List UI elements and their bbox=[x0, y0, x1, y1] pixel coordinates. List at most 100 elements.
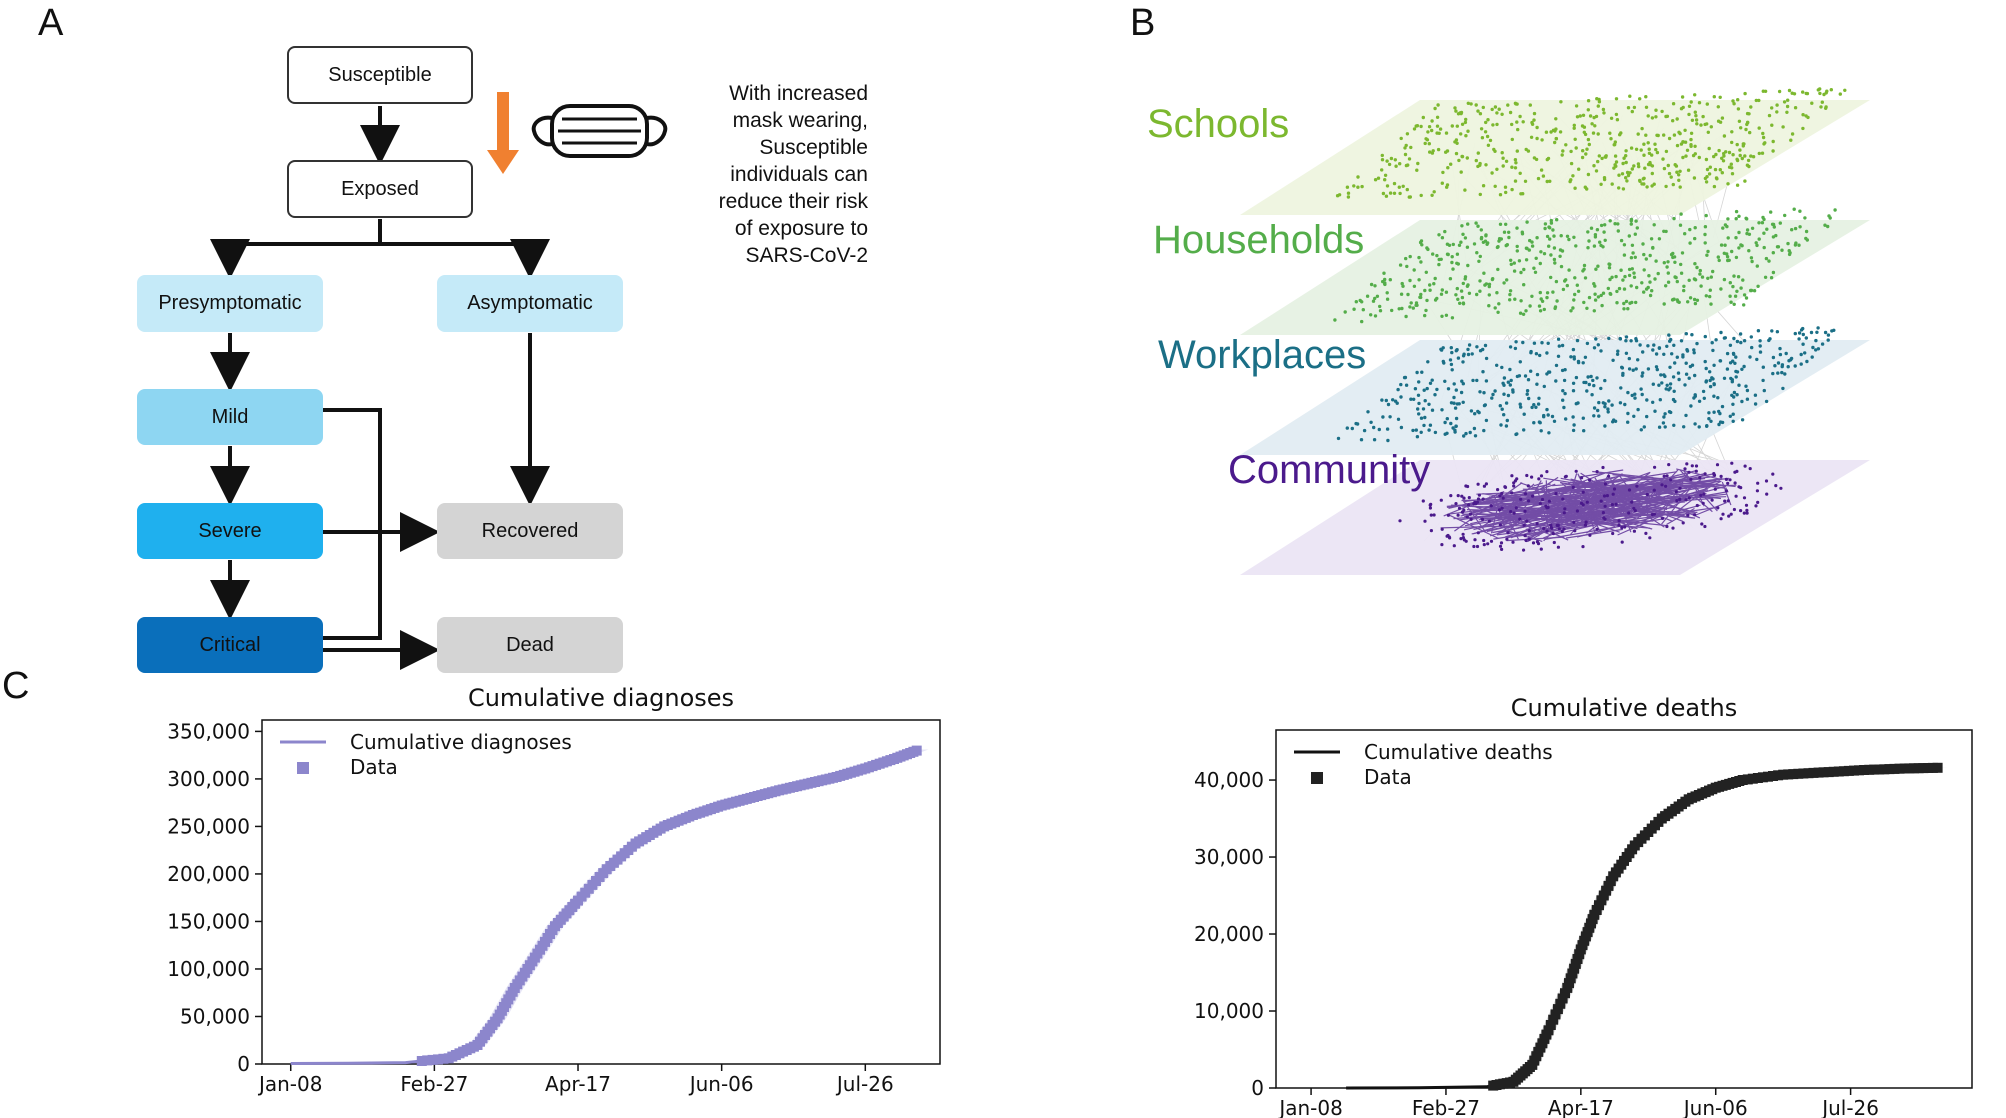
chart-title: Cumulative diagnoses bbox=[468, 684, 734, 712]
arrow-exposed-presymptomatic bbox=[210, 219, 382, 279]
data-point bbox=[1793, 768, 1804, 779]
data-point bbox=[1557, 993, 1568, 1004]
network-plane-community bbox=[1240, 460, 1870, 575]
panel-label-c: C bbox=[2, 665, 30, 707]
data-point bbox=[1768, 771, 1778, 781]
critical-box: Critical bbox=[137, 617, 323, 673]
data-point bbox=[1823, 767, 1834, 778]
data-point bbox=[1828, 766, 1839, 777]
uncertainty-band bbox=[282, 749, 929, 1064]
legend-label-data: Data bbox=[1364, 765, 1412, 789]
layer-label-community: Community bbox=[1228, 448, 1431, 492]
data-point bbox=[1783, 769, 1794, 780]
severe-box: Severe bbox=[137, 503, 323, 559]
data-point bbox=[433, 1054, 443, 1065]
y-tick-label: 0 bbox=[1251, 1076, 1264, 1100]
arrow-exposed-asymptomatic bbox=[380, 239, 550, 279]
y-tick-label: 300,000 bbox=[167, 767, 250, 791]
series-line bbox=[1346, 766, 1943, 1090]
y-tick-label: 250,000 bbox=[167, 814, 250, 838]
chart-cumulative-deaths: Cumulative deaths 0 10,000 20,000 30,000 40,0… bbox=[1194, 694, 1973, 1118]
y-tick-label: 40,000 bbox=[1194, 768, 1264, 792]
y-tick-label: 200,000 bbox=[167, 862, 250, 886]
y-tick-label: 30,000 bbox=[1194, 845, 1264, 869]
y-tick-label: 100,000 bbox=[167, 957, 250, 981]
network-plane-schools bbox=[1240, 87, 1870, 215]
data-point bbox=[427, 1054, 438, 1065]
plot-frame bbox=[261, 719, 941, 1065]
chart-title: Cumulative deaths bbox=[1511, 694, 1737, 722]
data-point bbox=[1854, 765, 1864, 776]
face-mask-icon bbox=[531, 104, 668, 158]
x-tick-label: Feb-27 bbox=[1412, 1096, 1480, 1118]
legend-marker-swatch bbox=[297, 762, 309, 774]
layer-label-workplaces: Workplaces bbox=[1158, 333, 1367, 377]
panel-label-a: A bbox=[38, 2, 64, 44]
exposed-box: Exposed bbox=[287, 160, 473, 218]
y-tick-label: 10,000 bbox=[1194, 999, 1264, 1023]
data-point bbox=[1555, 998, 1566, 1009]
dead-box: Dead bbox=[437, 617, 623, 673]
orange-down-arrow-icon bbox=[487, 92, 519, 174]
x-tick-label: Jul-26 bbox=[1820, 1096, 1879, 1118]
y-tick-label: 50,000 bbox=[180, 1004, 250, 1028]
y-tick-label: 150,000 bbox=[167, 909, 250, 933]
uncertainty-band bbox=[1339, 767, 1950, 1088]
legend-label-model: Cumulative deaths bbox=[1364, 740, 1553, 764]
data-point bbox=[1889, 763, 1900, 774]
x-tick-label: Jan-08 bbox=[257, 1072, 323, 1096]
mask-note: With increased mask wearing, Susceptible… bbox=[718, 82, 868, 267]
data-point bbox=[1737, 775, 1748, 785]
data-point bbox=[1818, 767, 1829, 778]
y-tick-label: 350,000 bbox=[167, 719, 250, 743]
network-plane-workplaces bbox=[1240, 326, 1870, 455]
chart-cumulative-diagnoses: Cumulative diagnoses 0 50,000 100,000 150,00… bbox=[167, 684, 941, 1096]
data-point bbox=[1932, 762, 1943, 773]
layer-label-schools: Schools bbox=[1147, 102, 1290, 146]
data-point bbox=[1543, 1025, 1554, 1036]
data-point bbox=[1879, 764, 1890, 775]
data-point bbox=[1757, 772, 1768, 783]
legend-label-data: Data bbox=[350, 755, 398, 779]
data-point bbox=[911, 745, 922, 756]
panel-label-b: B bbox=[1130, 2, 1156, 44]
data-point bbox=[438, 1053, 449, 1064]
data-point bbox=[1894, 763, 1905, 774]
x-tick-label: Jun-06 bbox=[688, 1072, 754, 1096]
data-point bbox=[1808, 767, 1819, 778]
series-line bbox=[290, 748, 921, 1065]
x-tick-label: Jun-06 bbox=[1682, 1096, 1748, 1118]
data-markers bbox=[416, 745, 922, 1066]
x-tick-label: Jan-08 bbox=[1277, 1096, 1343, 1118]
presymptomatic-box: Presymptomatic bbox=[137, 275, 323, 332]
data-point bbox=[1833, 766, 1844, 777]
data-markers bbox=[1488, 762, 1943, 1091]
legend-label-model: Cumulative diagnoses bbox=[350, 730, 572, 754]
data-point bbox=[1778, 769, 1789, 780]
x-tick-label: Apr-17 bbox=[1548, 1096, 1614, 1118]
y-tick-label: 0 bbox=[237, 1052, 250, 1076]
x-tick-label: Jul-26 bbox=[835, 1072, 894, 1096]
data-point bbox=[1869, 764, 1880, 775]
x-tick-label: Apr-17 bbox=[545, 1072, 611, 1096]
flow-arrows bbox=[210, 92, 668, 670]
data-point bbox=[1545, 1020, 1556, 1030]
data-point bbox=[1798, 768, 1809, 779]
data-point bbox=[1747, 773, 1758, 784]
plot-frame bbox=[1275, 729, 1973, 1089]
data-point bbox=[422, 1055, 433, 1066]
asymptomatic-box: Asymptomatic bbox=[437, 275, 623, 332]
network-plane-households bbox=[1240, 207, 1870, 335]
data-point bbox=[1773, 770, 1784, 781]
y-tick-label: 20,000 bbox=[1194, 922, 1264, 946]
data-point bbox=[1550, 1009, 1561, 1020]
data-point bbox=[1552, 1004, 1563, 1015]
recovered-box: Recovered bbox=[437, 503, 623, 559]
data-point bbox=[1548, 1014, 1559, 1025]
data-point bbox=[1859, 765, 1870, 775]
data-point bbox=[1864, 764, 1875, 775]
arrow-mild-critical-loop bbox=[323, 408, 382, 640]
